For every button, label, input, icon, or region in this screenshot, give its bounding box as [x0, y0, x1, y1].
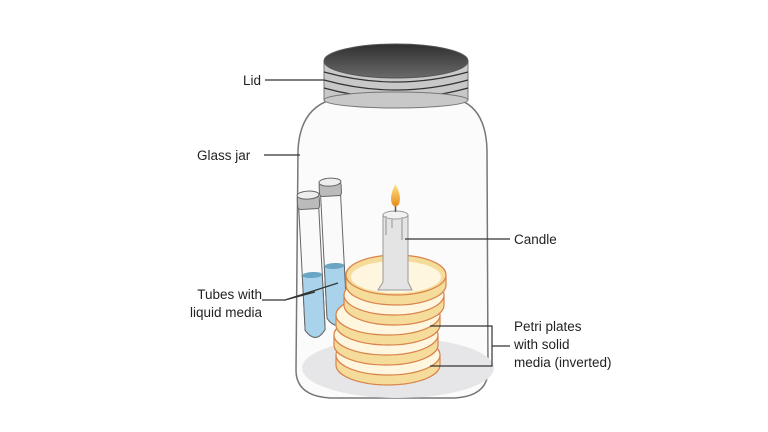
tubes-label-line2: liquid media	[190, 305, 263, 320]
tubes-leader-line	[262, 282, 339, 301]
test-tube-1	[296, 190, 326, 338]
petri-bracket-line	[430, 325, 510, 367]
candle-label: Candle	[514, 232, 557, 247]
test-tube-2	[318, 177, 348, 326]
test-tubes	[296, 177, 348, 338]
lid-label: Lid	[243, 73, 261, 88]
candle	[377, 184, 413, 291]
tubes-label-line1: Tubes with	[197, 287, 262, 302]
petri-label-line2: with solid	[513, 337, 570, 352]
flame-icon	[391, 184, 400, 207]
petri-label-line3: media (inverted)	[514, 355, 612, 370]
lid	[323, 43, 469, 109]
petri-label-line1: Petri plates	[514, 319, 582, 334]
glass-jar-label: Glass jar	[197, 148, 251, 163]
